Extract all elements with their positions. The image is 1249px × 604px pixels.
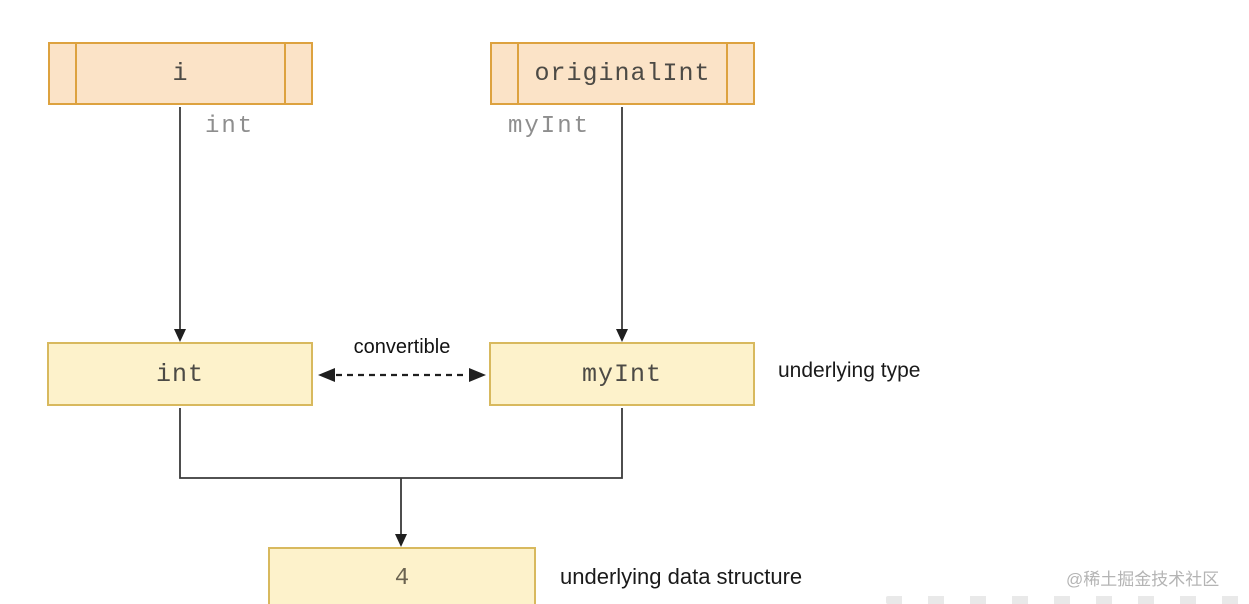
value-box-label: 4 <box>394 565 410 592</box>
variable-name: i <box>172 59 189 88</box>
arrow-var-i-to-type-int <box>174 107 186 342</box>
compartment-divider <box>517 44 519 103</box>
value-box-4: 4 <box>268 547 536 604</box>
watermark-text: @稀土掘金技术社区 <box>1066 570 1220 589</box>
type-tag-int: int <box>205 113 255 140</box>
arrow-var-originalint-to-type-myint <box>616 107 628 342</box>
type-box-myint: myInt <box>489 342 755 406</box>
merge-connector <box>179 408 623 547</box>
variable-name: originalInt <box>534 59 711 88</box>
type-box-int: int <box>47 342 313 406</box>
compartment-divider <box>284 44 286 103</box>
variable-box-i: i <box>48 42 313 105</box>
underlying-type-annotation: underlying type <box>778 359 921 382</box>
convertible-label: convertible <box>353 336 451 358</box>
compartment-divider <box>75 44 77 103</box>
type-box-label: int <box>155 359 204 389</box>
underlying-data-structure-annotation: underlying data structure <box>560 564 803 589</box>
type-tag-myint: myInt <box>508 113 591 140</box>
compartment-divider <box>726 44 728 103</box>
convertible-double-arrow <box>318 368 486 382</box>
type-box-label: myInt <box>581 359 662 389</box>
variable-box-originalint: originalInt <box>490 42 755 105</box>
faint-cutoff-text <box>886 596 1244 604</box>
